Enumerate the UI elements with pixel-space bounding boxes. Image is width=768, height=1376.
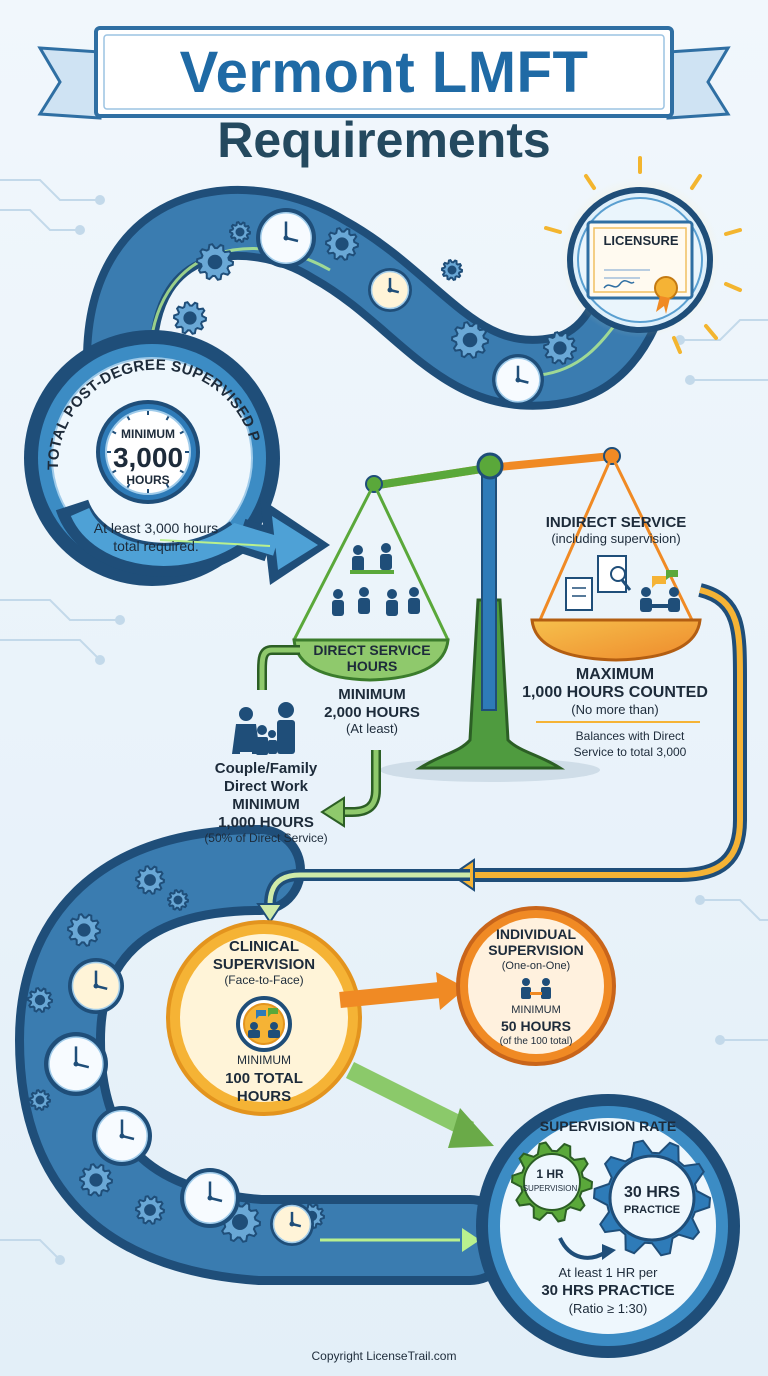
rate-note-line1: At least 1 HR per — [558, 1265, 658, 1280]
couple-line3: MINIMUM — [232, 796, 300, 813]
person-icon — [352, 545, 364, 572]
total-note-line2: total required. — [113, 538, 199, 554]
clinical-line3: (Face-to-Face) — [224, 973, 304, 987]
individual-line4: MINIMUM — [511, 1004, 561, 1016]
clinical-line6: HOURS — [236, 1088, 292, 1105]
clinical-line1: CLINICAL — [229, 938, 299, 955]
clock-icon — [492, 354, 544, 406]
rate-title: SUPERVISION RATE — [539, 1118, 677, 1134]
gear-icon — [26, 986, 54, 1014]
person-icon — [358, 587, 370, 614]
copyright-footer: Copyright LicenseTrail.com — [311, 1349, 457, 1363]
indirect-balance-line1: Balances with Direct — [575, 729, 685, 743]
people-icon-group — [332, 543, 420, 616]
couple-line2: Direct Work — [224, 778, 308, 795]
total-note-line1: At least 3,000 hours — [93, 520, 219, 536]
page-title-line1: Vermont LMFT — [179, 40, 589, 105]
family-icon — [232, 702, 295, 755]
gear-icon — [172, 301, 208, 335]
total-min-label: MINIMUM — [121, 427, 175, 441]
clock-icon — [256, 208, 316, 268]
individual-line1: INDIVIDUAL — [495, 926, 577, 942]
gear-icon — [440, 258, 464, 282]
couple-line5: (50% of Direct Service) — [204, 831, 328, 845]
documents-icon — [565, 555, 632, 611]
indirect-max-line1: MAXIMUM — [575, 666, 655, 683]
couple-line1: Couple/Family — [214, 760, 318, 777]
green-connector — [257, 645, 381, 828]
one-on-one-icon — [521, 978, 551, 999]
individual-line5: 50 HOURS — [500, 1018, 572, 1034]
clock-icon — [368, 268, 412, 312]
clock-icon — [180, 1168, 240, 1228]
gear-icon — [166, 888, 190, 912]
indirect-service-label: INDIRECT SERVICE — [545, 514, 687, 531]
gear-icon — [134, 865, 166, 895]
total-hours-value: 3,000 — [112, 442, 184, 473]
clock-icon — [270, 1202, 314, 1246]
couple-line4: 1,000 HOURS — [218, 814, 314, 831]
supervision-rate-badge — [476, 1094, 740, 1358]
gear-icon — [78, 1163, 114, 1197]
total-practice-badge — [24, 330, 330, 586]
flow-arrows — [339, 972, 494, 1148]
gear-icon — [66, 913, 102, 947]
indirect-balance-line2: Service to total 3,000 — [573, 745, 687, 759]
rate-gear2-line2: PRACTICE — [623, 1204, 681, 1216]
svg-text:TOTAL POST-DEGREE SUPERVISED P: TOTAL POST-DEGREE SUPERVISED PRACTICE — [0, 0, 263, 470]
individual-line6: (of the 100 total) — [499, 1036, 573, 1047]
gear-icon — [134, 1195, 166, 1225]
clinical-supervision-badge — [166, 920, 362, 1116]
licensure-badge — [544, 156, 742, 354]
direct-min-note: (At least) — [345, 721, 398, 736]
indirect-max-note: (No more than) — [571, 702, 659, 717]
direct-min-line2: 2,000 HOURS — [324, 704, 420, 721]
gear-icon — [450, 321, 490, 359]
person-icon — [408, 587, 420, 614]
gear-icon — [324, 227, 360, 261]
rate-gear1-line1: 1 HR — [536, 1167, 564, 1181]
page-title-line2: Requirements — [217, 112, 551, 168]
title-banner — [37, 26, 731, 120]
clock-icon — [44, 1032, 108, 1096]
individual-line2: SUPERVISION — [488, 942, 584, 958]
person-icon — [380, 543, 392, 570]
clinical-line5: 100 TOTAL — [225, 1070, 303, 1087]
clinical-line2: SUPERVISION — [212, 956, 316, 973]
direct-service-label-line1: DIRECT SERVICE — [313, 642, 431, 658]
rate-gear2-line1: 30 HRS — [623, 1184, 681, 1201]
gear-icon — [228, 220, 252, 244]
indirect-service-sublabel: (including supervision) — [551, 531, 681, 546]
gear-icon — [542, 331, 578, 365]
total-hours-unit: HOURS — [126, 473, 170, 487]
certificate-icon — [586, 220, 694, 314]
direct-service-label-line2: HOURS — [346, 658, 398, 674]
gear-icon — [195, 243, 235, 281]
person-icon — [386, 589, 398, 616]
direct-min-line1: MINIMUM — [338, 686, 406, 703]
rate-note-line3: (Ratio ≥ 1:30) — [568, 1301, 648, 1316]
circuit-decoration — [0, 179, 768, 1265]
clock-icon — [92, 1106, 152, 1166]
balance-scale — [292, 447, 702, 782]
person-icon — [332, 589, 344, 616]
individual-line3: (One-on-One) — [501, 960, 571, 972]
meeting-icon — [640, 570, 680, 612]
rate-note-line2: 30 HRS PRACTICE — [541, 1282, 675, 1299]
clock-icon — [68, 958, 124, 1014]
individual-supervision-badge — [456, 906, 616, 1066]
rate-gear1-line2: SUPERVISION — [522, 1184, 578, 1193]
gear-icon — [28, 1088, 52, 1112]
indirect-max-line2: 1,000 HOURS COUNTED — [522, 684, 708, 701]
table-icon — [350, 570, 394, 574]
clinical-line4: MINIMUM — [237, 1053, 291, 1067]
clock-decorations — [44, 208, 544, 1246]
licensure-label: LICENSURE — [603, 233, 679, 248]
orange-connector — [256, 583, 747, 924]
total-practice-arc-label: TOTAL POST-DEGREE SUPERVISED PRACTICE — [0, 0, 263, 470]
